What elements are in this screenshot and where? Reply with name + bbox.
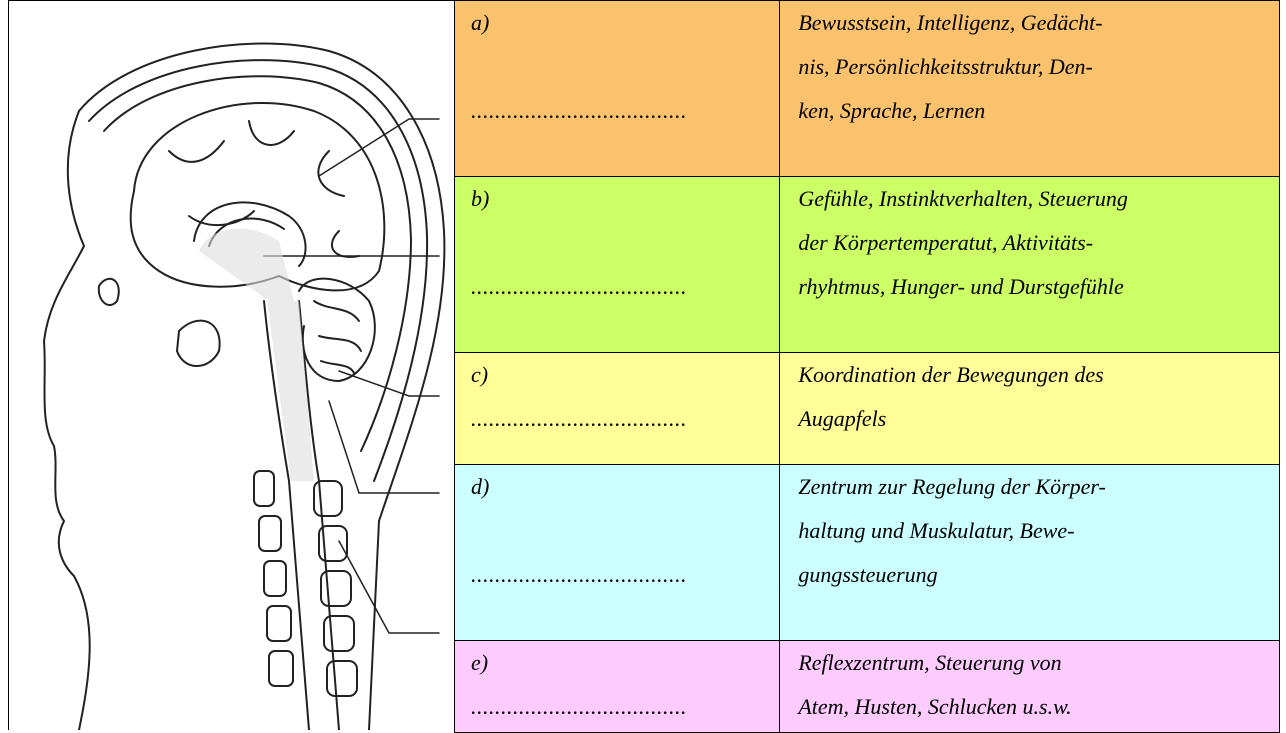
description-line: der Körpertemperatut, Aktivitäts-: [798, 221, 1263, 265]
row-letter: c): [471, 353, 763, 397]
description-line: Koordination der Bewegungen des: [798, 353, 1263, 397]
answer-blank[interactable]: ....................................: [471, 553, 763, 597]
answer-cell-e[interactable]: e)....................................: [455, 641, 780, 733]
function-description-d: Zentrum zur Regelung der Körper-haltung …: [780, 465, 1280, 641]
description-line: nis, Persönlichkeitsstruktur, Den-: [798, 45, 1263, 89]
row-letter: d): [471, 465, 763, 509]
description-line: haltung und Muskulatur, Bewe-: [798, 509, 1263, 553]
description-line: gungssteuerung: [798, 553, 1263, 597]
table-row: d)....................................Ze…: [455, 465, 1280, 641]
answer-blank[interactable]: ....................................: [471, 89, 763, 133]
spacer: [471, 221, 763, 265]
answer-blank[interactable]: ....................................: [471, 397, 763, 441]
table-row: b)....................................Ge…: [455, 177, 1280, 353]
function-description-a: Bewusstsein, Intelligenz, Gedächt-nis, P…: [780, 1, 1280, 177]
description-line: rhyhtmus, Hunger- und Durstgefühle: [798, 265, 1263, 309]
organ-function-table: a)....................................Be…: [454, 0, 1280, 733]
answer-cell-d[interactable]: d)....................................: [455, 465, 780, 641]
answer-blank[interactable]: ....................................: [471, 685, 763, 729]
answer-cell-c[interactable]: c)....................................: [455, 353, 780, 465]
table-row: e).................................... R…: [455, 641, 1280, 733]
table-row: a)....................................Be…: [455, 1, 1280, 177]
description-line: Augapfels: [798, 397, 1263, 441]
table-row: c)....................................Ko…: [455, 353, 1280, 465]
description-line: Bewusstsein, Intelligenz, Gedächt-: [798, 1, 1263, 45]
description-line: Reflexzentrum, Steuerung von: [798, 641, 1263, 685]
spacer: [471, 509, 763, 553]
description-line: ken, Sprache, Lernen: [798, 89, 1263, 133]
description-line: Atem, Husten, Schlucken u.s.w.: [798, 685, 1263, 729]
image-cell: [8, 0, 456, 730]
answer-cell-a[interactable]: a)....................................: [455, 1, 780, 177]
row-letter: a): [471, 1, 763, 45]
answer-cell-b[interactable]: b)....................................: [455, 177, 780, 353]
description-line: Zentrum zur Regelung der Körper-: [798, 465, 1263, 509]
answer-blank[interactable]: ....................................: [471, 265, 763, 309]
row-letter: e): [471, 641, 763, 685]
head-brain-sagittal-section-illustration: [9, 1, 455, 730]
row-letter: b): [471, 177, 763, 221]
description-line: Gefühle, Instinktverhalten, Steuerung: [798, 177, 1263, 221]
spacer: [471, 45, 763, 89]
worksheet: a)....................................Be…: [8, 0, 1280, 729]
